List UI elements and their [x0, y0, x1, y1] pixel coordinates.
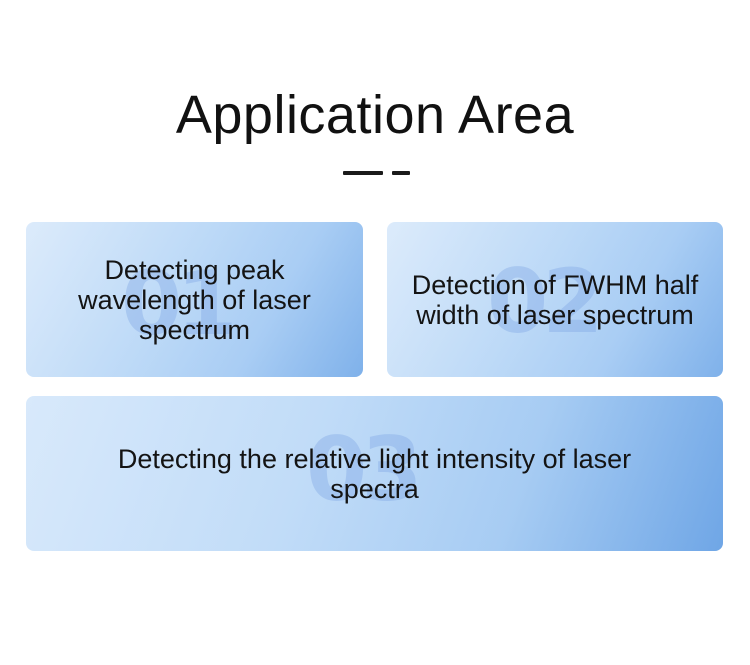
application-card-3: 03 Detecting the relative light intensit…	[26, 396, 723, 551]
card-description: Detection of FWHM half width of laser sp…	[411, 269, 699, 330]
card-description: Detecting peak wavelength of laser spect…	[78, 254, 311, 345]
page-title: Application Area	[175, 85, 575, 145]
title-underline-long	[343, 171, 383, 175]
card-number-watermark: 03	[306, 418, 422, 521]
card-number-watermark: 02	[487, 250, 603, 353]
card-number-watermark: 01	[121, 252, 237, 355]
application-card-1: 01 Detecting peak wavelength of laser sp…	[26, 222, 363, 377]
application-card-2: 02 Detection of FWHM half width of laser…	[387, 222, 723, 377]
title-underline-short	[392, 171, 410, 175]
card-description: Detecting the relative light intensity o…	[117, 443, 632, 504]
